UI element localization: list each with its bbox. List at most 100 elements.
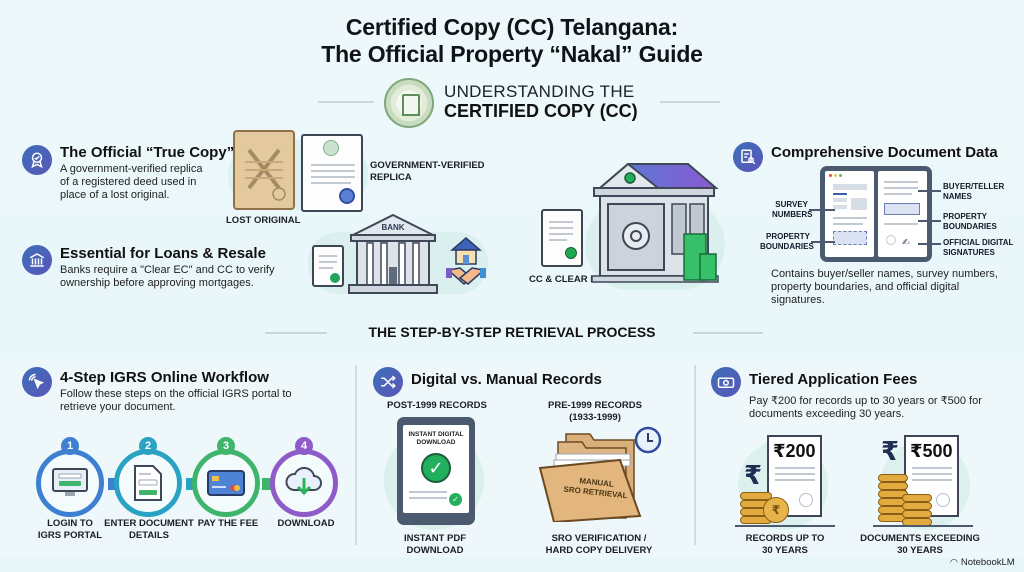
post-1999-caption: INSTANT PDF DOWNLOAD xyxy=(395,533,475,557)
stamp-icon xyxy=(339,188,355,204)
callout-buyer-names: BUYER/TELLER NAMES xyxy=(943,182,1004,202)
coin xyxy=(740,492,772,500)
document-search-icon xyxy=(733,142,763,172)
credit-card-icon xyxy=(207,470,245,496)
fees-title: Tiered Application Fees xyxy=(749,371,918,388)
check-icon: ✓ xyxy=(449,493,462,506)
fee-amount: ₹500 xyxy=(910,441,953,461)
workflow-description: Follow these steps on the official IGRS … xyxy=(60,388,340,414)
callout-digital-signatures: OFFICIAL DIGITAL SIGNATURES xyxy=(943,238,1013,258)
cc-clear-ec-label: CC & CLEAR EC xyxy=(529,274,604,285)
pre-1999-caption: SRO VERIFICATION / HARD COPY DELIVERY xyxy=(540,533,658,557)
rupee-icon: ₹ xyxy=(744,460,763,490)
step-number: 1 xyxy=(61,437,79,455)
section-header-understanding: UNDERSTANDING THE CERTIFIED COPY (CC) xyxy=(0,76,1024,128)
telangana-seal-icon xyxy=(384,78,434,128)
workflow-title: 4-Step IGRS Online Workflow xyxy=(60,369,269,386)
desc-line: A government-verified replica xyxy=(60,163,203,175)
desc-line: ownership before approving mortgages. xyxy=(60,277,254,289)
step-1: 1 xyxy=(36,437,104,517)
cloud-download-icon xyxy=(285,466,322,496)
step-1-label: LOGIN TO IGRS PORTAL xyxy=(30,518,110,542)
step-circle xyxy=(192,449,260,517)
callout-line: NAMES xyxy=(943,192,972,201)
caption-line: SRO VERIFICATION / xyxy=(551,533,647,544)
callout-property-boundaries-left: PROPERTY BOUNDARIES xyxy=(760,232,814,252)
divider xyxy=(694,365,696,545)
label-line: IGRS PORTAL xyxy=(37,530,103,541)
screen-line: INSTANT DIGITAL xyxy=(408,431,464,438)
fee-amount: ₹200 xyxy=(773,441,816,461)
coin-stack-short xyxy=(902,494,932,526)
title-line-2: The Official Property “Nakal” Guide xyxy=(321,41,703,67)
bank-sign: BANK xyxy=(381,223,405,232)
divider xyxy=(318,101,374,103)
label-line: DETAILS xyxy=(129,530,169,541)
caption-line: RECORDS UP TO xyxy=(745,533,825,544)
lost-original-scroll-icon xyxy=(233,130,295,210)
true-copy-title: The Official “True Copy” xyxy=(60,144,235,161)
step-4: 4 xyxy=(270,437,338,517)
fees-description: Pay ₹200 for records up to 30 years or ₹… xyxy=(749,395,1024,421)
tablet-icon: INSTANT DIGITAL DOWNLOAD ✓ ✓ xyxy=(397,417,475,525)
callout-line: BUYER/TELLER xyxy=(943,182,1005,191)
step-2-label: ENTER DOCUMENT DETAILS xyxy=(104,518,194,542)
desc-line: Follow these steps on the official IGRS … xyxy=(60,388,292,400)
caption-line: DOCUMENTS EXCEEDING xyxy=(860,533,980,544)
callout-line: NUMBERS xyxy=(772,210,813,219)
process-heading: THE STEP-BY-STEP RETRIEVAL PROCESS xyxy=(368,324,656,340)
callout-line: PROPERTY xyxy=(943,212,988,221)
heading-line: PRE-1999 RECORDS xyxy=(548,400,642,411)
desc-line: Banks require a "Clear EC" and CC to ver… xyxy=(60,264,275,276)
check-icon xyxy=(330,273,340,283)
document-check-icon xyxy=(312,245,344,287)
check-icon: ✓ xyxy=(421,453,451,483)
callout-line: PROPERTY xyxy=(765,232,810,241)
open-book-document-icon: ✍ xyxy=(820,166,932,262)
document-data-title: Comprehensive Document Data xyxy=(771,144,998,161)
seal-icon xyxy=(565,247,577,259)
step-number: 4 xyxy=(295,437,313,455)
divider xyxy=(693,332,763,334)
label-line: GOVERNMENT-VERIFIED xyxy=(370,160,485,171)
step-number: 2 xyxy=(139,437,157,455)
caption-line: 30 YEARS xyxy=(897,545,943,556)
seal-icon xyxy=(323,140,339,156)
callout-line xyxy=(918,243,941,245)
divider xyxy=(660,101,720,103)
callout-line xyxy=(918,190,941,192)
lost-original-label: LOST ORIGINAL xyxy=(226,215,301,226)
step-3: 3 xyxy=(192,437,260,517)
cc-document-icon xyxy=(541,209,583,267)
handshake-house-icon xyxy=(446,236,486,288)
caption-line: 30 YEARS xyxy=(762,545,808,556)
records-title: Digital vs. Manual Records xyxy=(411,371,602,388)
title-line-1: Certified Copy (CC) Telangana: xyxy=(345,14,679,40)
left-page xyxy=(825,171,874,257)
callout-property-boundaries-right: PROPERTY BOUNDARIES xyxy=(943,212,997,232)
desc-line: signatures. xyxy=(771,294,825,306)
callout-line xyxy=(809,209,835,211)
signature-icon: ✍ xyxy=(902,237,910,247)
bank-icon xyxy=(22,245,52,275)
subtitle-line-2: CERTIFIED COPY (CC) xyxy=(444,101,638,121)
step-4-label: DOWNLOAD xyxy=(266,518,346,530)
divider xyxy=(265,332,327,334)
step-2: 2 xyxy=(114,437,182,517)
desc-line: of a registered deed used in xyxy=(60,176,197,188)
loans-description: Banks require a "Clear EC" and CC to ver… xyxy=(60,264,340,290)
callout-line: SIGNATURES xyxy=(943,248,995,257)
label-line: ENTER DOCUMENT xyxy=(104,518,194,529)
right-page: ✍ xyxy=(878,171,927,257)
callout-line: BOUNDARIES xyxy=(943,222,997,231)
tier-2-caption: DOCUMENTS EXCEEDING 30 YEARS xyxy=(860,533,980,557)
bank-building-icon: BANK xyxy=(345,213,441,295)
desc-line: place of a lost original. xyxy=(60,189,170,201)
form-document-icon xyxy=(134,465,162,501)
page-title: Certified Copy (CC) Telangana: The Offic… xyxy=(0,14,1024,68)
vault-building-icon xyxy=(588,160,720,284)
desc-line: property boundaries, and official digita… xyxy=(771,281,960,293)
loans-title: Essential for Loans & Resale xyxy=(60,245,266,262)
label-line: PAY THE FEE xyxy=(197,518,259,529)
callout-survey-numbers: SURVEY NUMBERS xyxy=(772,200,813,220)
